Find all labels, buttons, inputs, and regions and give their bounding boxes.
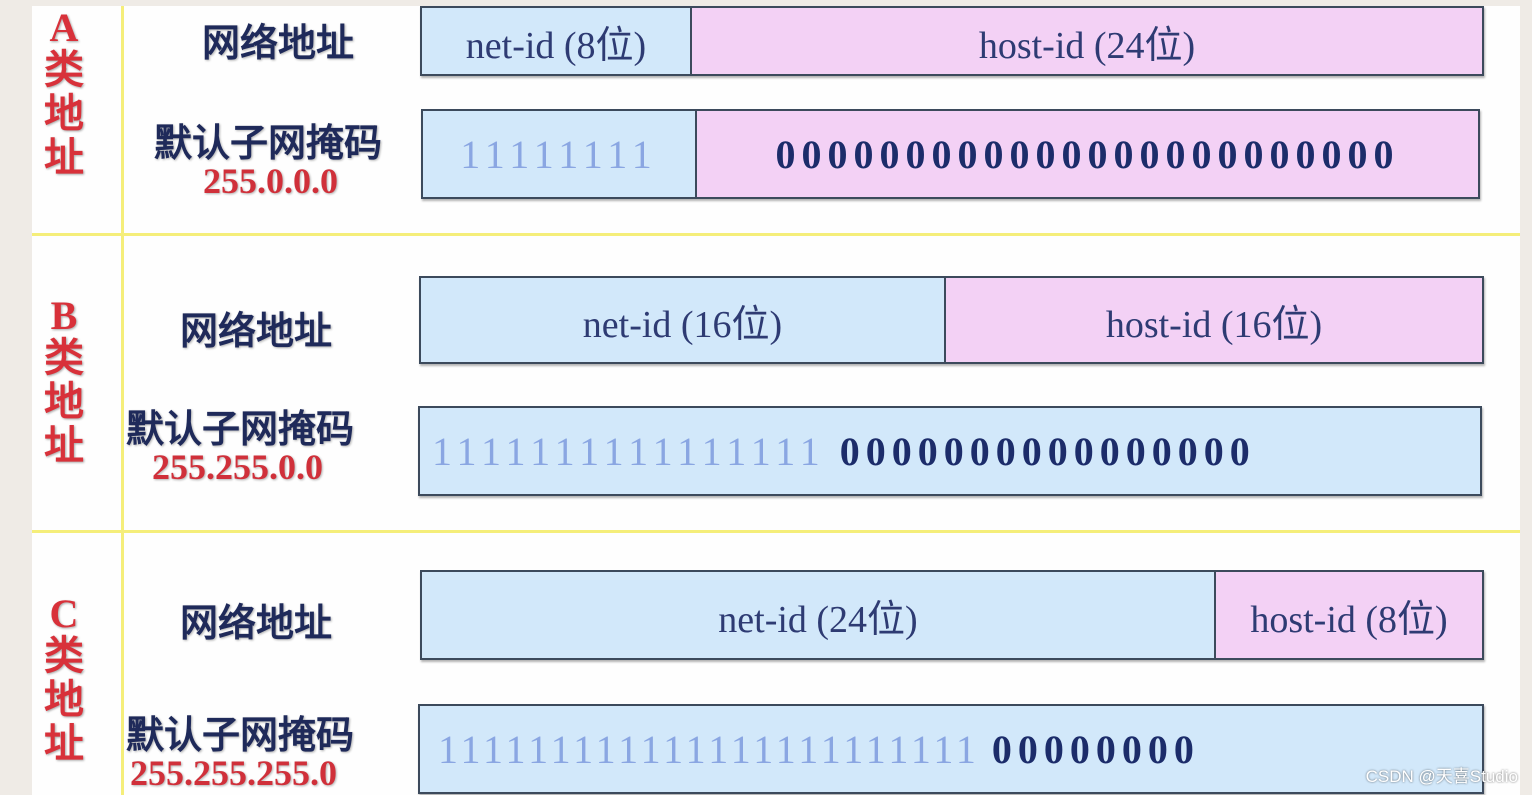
class-a-mask-box: 11111111 000000000000000000000000 bbox=[421, 109, 1480, 199]
class-a-network-label: 网络地址 bbox=[202, 21, 355, 65]
net-id-segment: net-id (24位) bbox=[422, 572, 1214, 658]
class-char: 类 bbox=[44, 633, 84, 679]
class-c-mask-label: 默认子网掩码 bbox=[126, 713, 355, 757]
host-id-segment: host-id (16位) bbox=[944, 278, 1482, 362]
host-id-segment: host-id (8位) bbox=[1214, 572, 1482, 658]
class-a-mask-value: 255.0.0.0 bbox=[203, 161, 338, 201]
class-c-address-box: net-id (24位) host-id (8位) bbox=[420, 570, 1484, 660]
class-letter: B bbox=[50, 293, 78, 338]
net-id-segment: net-id (16位) bbox=[421, 278, 944, 362]
class-char: 类 bbox=[44, 47, 84, 93]
class-b-address-box: net-id (16位) host-id (16位) bbox=[419, 276, 1484, 364]
net-id-segment: net-id (8位) bbox=[422, 8, 690, 74]
class-b-mask-box: 1111111111111111 0000000000000000 bbox=[418, 406, 1482, 496]
class-a-address-box: net-id (8位) host-id (24位) bbox=[420, 6, 1484, 76]
class-char: 地 bbox=[44, 379, 84, 425]
class-c-mask-value: 255.255.255.0 bbox=[130, 753, 337, 793]
class-letter: C bbox=[49, 591, 79, 636]
class-c-mask-box: 111111111111111111111111 00000000 bbox=[418, 704, 1484, 794]
class-char: 地 bbox=[44, 91, 84, 137]
class-b-label: B 类 地 址 bbox=[36, 293, 92, 469]
class-c-network-label: 网络地址 bbox=[180, 601, 333, 645]
row-divider-bc bbox=[32, 530, 1520, 533]
mask-ones-segment: 11111111 bbox=[423, 111, 695, 197]
class-letter: A bbox=[49, 5, 79, 50]
class-char: 址 bbox=[44, 721, 84, 767]
mask-zeros: 000000000000000000000000 bbox=[775, 131, 1400, 177]
host-id-segment: host-id (24位) bbox=[690, 8, 1482, 74]
class-b-network-label: 网络地址 bbox=[180, 309, 333, 353]
mask-ones: 11111111 bbox=[460, 131, 658, 177]
mask-segment: 1111111111111111 0000000000000000 bbox=[420, 408, 1480, 494]
column-divider bbox=[121, 6, 124, 795]
class-b-mask-value: 255.255.0.0 bbox=[152, 447, 323, 487]
class-b-mask-label: 默认子网掩码 bbox=[126, 407, 355, 451]
class-c-label: C 类 地 址 bbox=[36, 591, 92, 767]
class-a-mask-label: 默认子网掩码 bbox=[154, 121, 383, 165]
class-char: 址 bbox=[44, 423, 84, 469]
mask-zeros: 0000000000000000 bbox=[839, 428, 1256, 474]
mask-ones: 1111111111111111 bbox=[432, 428, 826, 474]
class-a-label: A 类 地 址 bbox=[36, 5, 92, 181]
mask-zeros-segment: 000000000000000000000000 bbox=[695, 111, 1478, 197]
class-char: 址 bbox=[44, 135, 84, 181]
mask-segment: 111111111111111111111111 00000000 bbox=[420, 706, 1482, 792]
mask-zeros: 00000000 bbox=[991, 726, 1200, 772]
watermark: CSDN @天喜Studio bbox=[1365, 767, 1518, 786]
mask-ones: 111111111111111111111111 bbox=[438, 726, 980, 772]
class-char: 类 bbox=[44, 335, 84, 381]
class-char: 地 bbox=[44, 677, 84, 723]
row-divider-ab bbox=[32, 233, 1520, 236]
